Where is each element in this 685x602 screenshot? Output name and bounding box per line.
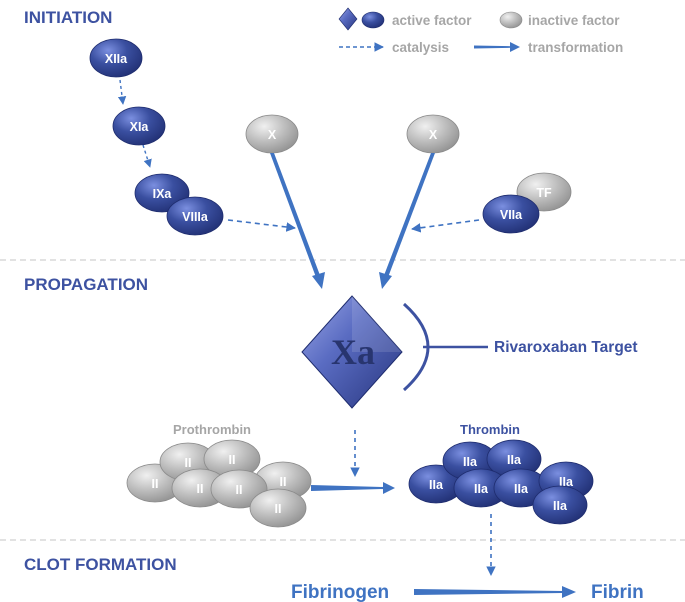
- svg-text:IIa: IIa: [463, 455, 478, 469]
- svg-text:IIa: IIa: [559, 475, 574, 489]
- svg-text:VIIa: VIIa: [500, 208, 523, 222]
- thrombin-unit: IIa: [493, 468, 549, 508]
- legend-active-label: active factor: [392, 13, 472, 28]
- factor-x-right: X: [406, 114, 460, 154]
- prothrombin-unit: II: [210, 469, 268, 509]
- svg-text:IIa: IIa: [474, 482, 489, 496]
- legend-inactive-label: inactive factor: [528, 13, 620, 28]
- transformation-arrow-prothrombin-thrombin: [311, 485, 384, 491]
- svg-text:II: II: [185, 456, 192, 470]
- factor-xiia: XIIa: [89, 38, 143, 78]
- factor-viia: VIIa: [482, 194, 540, 234]
- legend-transformation-label: transformation: [528, 40, 623, 55]
- svg-text:X: X: [268, 128, 277, 142]
- fibrin-label: Fibrin: [591, 582, 644, 602]
- factor-x-left: X: [245, 114, 299, 154]
- stage-title-propagation: PROPAGATION: [24, 275, 148, 294]
- svg-text:II: II: [280, 475, 287, 489]
- svg-text:X: X: [429, 128, 438, 142]
- catalysis-arrow-viia-center: [411, 219, 480, 233]
- prothrombin-cluster: II II II II II II II: [126, 439, 312, 528]
- fibrinogen-label: Fibrinogen: [291, 582, 389, 602]
- svg-text:II: II: [236, 483, 243, 497]
- factor-xa-diamond: Xa: [301, 295, 403, 409]
- svg-text:IXa: IXa: [153, 187, 173, 201]
- catalysis-arrow-xiia-xia: [117, 79, 127, 105]
- catalysis-arrow-viiia-center: [227, 219, 296, 232]
- svg-text:VIIIa: VIIIa: [182, 210, 209, 224]
- legend-catalysis-label: catalysis: [392, 40, 449, 55]
- thrombin-unit: IIa: [453, 468, 509, 508]
- factor-viiia: VIIIa: [166, 196, 224, 236]
- svg-text:IIa: IIa: [553, 499, 568, 513]
- transformation-arrow-x-left-xa: [270, 153, 321, 280]
- active-diamond-icon: [338, 7, 358, 31]
- svg-text:II: II: [152, 477, 159, 491]
- svg-text:TF: TF: [536, 186, 552, 200]
- thrombin-unit: IIa: [532, 485, 588, 525]
- rivaroxaban-target-label: Rivaroxaban Target: [494, 339, 638, 356]
- legend: active factor inactive factor catalysis …: [338, 7, 623, 55]
- stage-title-initiation: INITIATION: [24, 8, 112, 27]
- svg-text:XIIa: XIIa: [105, 52, 128, 66]
- transformation-arrow-icon: [474, 45, 511, 49]
- transformation-arrow-x-right-xa: [383, 153, 435, 280]
- svg-text:II: II: [197, 482, 204, 496]
- stage-title-clot-formation: CLOT FORMATION: [24, 555, 177, 574]
- svg-text:IIa: IIa: [429, 478, 444, 492]
- prothrombin-unit: II: [249, 488, 307, 528]
- prothrombin-title: Prothrombin: [173, 422, 251, 437]
- thrombin-unit: IIa: [486, 439, 542, 479]
- svg-text:XIa: XIa: [130, 120, 150, 134]
- catalysis-arrow-xia-ixa: [142, 144, 152, 168]
- svg-text:II: II: [229, 453, 236, 467]
- thrombin-title: Thrombin: [460, 422, 520, 437]
- factor-xia: XIa: [112, 106, 166, 146]
- inactive-oval-icon: [499, 11, 523, 29]
- svg-text:IIa: IIa: [507, 453, 522, 467]
- thrombin-cluster: IIa IIa IIa IIa IIa IIa IIa: [408, 439, 594, 525]
- svg-text:II: II: [275, 502, 282, 516]
- svg-text:Xa: Xa: [331, 332, 375, 372]
- svg-text:IIa: IIa: [514, 482, 529, 496]
- active-oval-icon: [361, 11, 385, 29]
- transformation-arrow-fibrinogen-fibrin: [414, 589, 563, 595]
